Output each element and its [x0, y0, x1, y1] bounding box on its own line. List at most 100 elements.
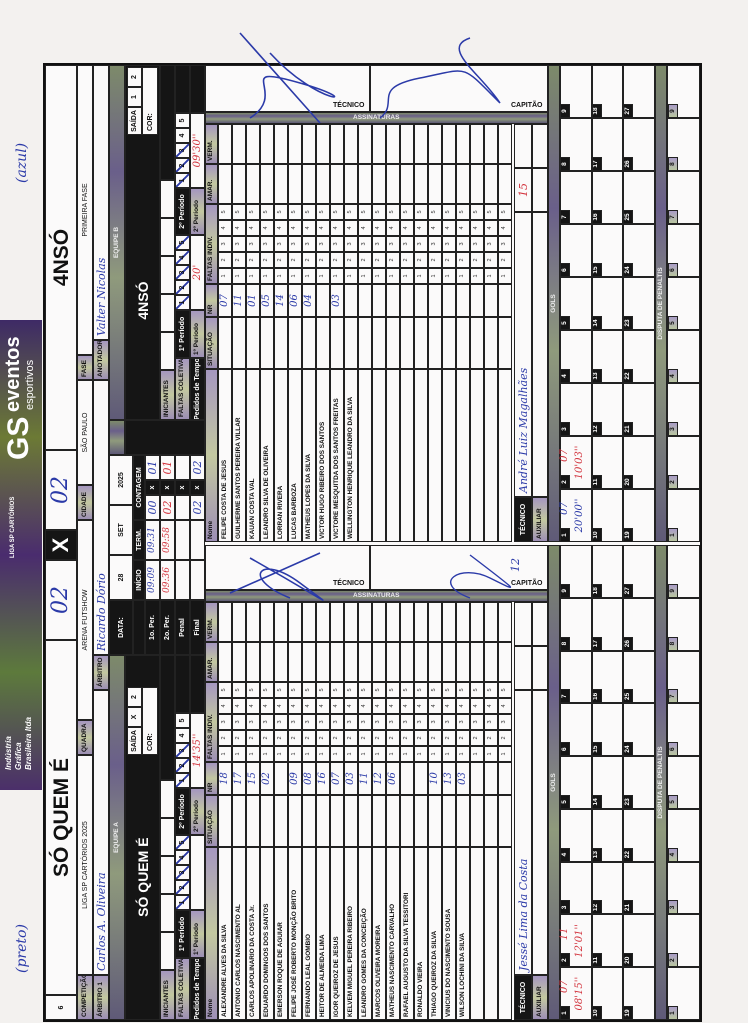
player-situacao [414, 795, 428, 847]
tecnico-label: TÉCNICO [514, 975, 532, 1020]
anotador-label: ANOTADOR [93, 340, 109, 380]
player-foul-cell: 2 [316, 252, 330, 268]
player-red-card [330, 124, 344, 164]
cidade-label: CIDADE [77, 485, 93, 520]
player-number: 13 [442, 762, 456, 795]
player-foul-cell: 5 [288, 682, 302, 698]
goal-number: 18 [591, 583, 602, 598]
player-foul-cell: 5 [344, 682, 358, 698]
player-foul-cell: 3 [288, 714, 302, 730]
player-foul-cell: 5 [456, 204, 470, 220]
periodo-1-label: 1º Período [175, 310, 190, 358]
falta-coletiva-p1: 3 [175, 865, 190, 880]
auxiliar-name [532, 212, 548, 497]
goal-number: 13 [591, 847, 602, 862]
equipe-label-bar: EQUIPE B [109, 65, 125, 420]
player-number: 03 [330, 284, 344, 317]
player-foul-cell: 3 [274, 236, 288, 252]
player-number [274, 762, 288, 795]
player-red-card [442, 124, 456, 164]
player-name: WELLINGTON HENRIQUE LEANDRO DA SILVA [344, 369, 358, 542]
player-foul-cell: 3 [316, 236, 330, 252]
player-foul-cell: 3 [344, 714, 358, 730]
player-foul-cell: 4 [386, 698, 400, 714]
goal-number: 9 [560, 104, 570, 118]
player-situacao [470, 317, 484, 369]
player-situacao [218, 317, 232, 369]
player-foul-cell: 1 [456, 746, 470, 762]
player-foul-cell: 5 [484, 204, 498, 220]
player-name [484, 847, 498, 1020]
penaltis-strip: DISPUTA DE PENALTIS [655, 65, 667, 542]
assinaturas-banner: ASSINATURAS [205, 112, 548, 124]
goal-number: 2 [560, 953, 570, 968]
player-yellow-card [414, 642, 428, 682]
mid-gap-fill [125, 420, 205, 455]
player-foul-cell: 1 [400, 746, 414, 762]
date-month: SET [109, 505, 133, 555]
pedidos-periodo-1-label: 1º Período [190, 910, 205, 958]
player-foul-cell: 5 [260, 682, 274, 698]
goal-number: 15 [591, 263, 602, 277]
iniciante-cell [160, 294, 175, 332]
player-name: FELIPE COSTA DE JESUS [218, 369, 232, 542]
player-foul-cell: 3 [442, 714, 456, 730]
goal-number: 17 [591, 157, 602, 171]
contagem-header: CONTAGEM [133, 455, 145, 520]
pedidos-fill [190, 65, 205, 113]
player-red-card [484, 124, 498, 164]
player-foul-cell: 3 [498, 714, 512, 730]
player-foul-cell: 5 [316, 682, 330, 698]
player-foul-cell: 5 [456, 682, 470, 698]
player-foul-cell: 1 [302, 268, 316, 284]
player-foul-cell: 1 [358, 268, 372, 284]
player-foul-cell: 1 [330, 746, 344, 762]
saida-option-1: X [127, 707, 142, 727]
penalty-number: 5 [668, 316, 678, 330]
period-score-x: x [160, 480, 175, 495]
tecnico-cell [514, 124, 532, 168]
player-name: EMERSON ROQUE DE AGUIAR [274, 847, 288, 1020]
player-foul-cell: 3 [456, 714, 470, 730]
player-foul-cell: 3 [218, 236, 232, 252]
player-number [316, 284, 330, 317]
player-foul-cell: 2 [442, 730, 456, 746]
arbitro1-label: ÁRBITRO 1 [93, 975, 109, 1020]
gs-logo: GS [2, 416, 35, 460]
player-yellow-card [484, 164, 498, 204]
period-score-b: 02 [190, 455, 205, 480]
penalty-number: 3 [668, 900, 678, 915]
player-foul-cell: 1 [218, 268, 232, 284]
player-foul-cell: 2 [498, 252, 512, 268]
score-a: 02 [45, 560, 77, 640]
player-red-card [400, 124, 414, 164]
player-foul-cell: 2 [330, 730, 344, 746]
player-name: WILSON LOCHINI DA SILVA [456, 847, 470, 1020]
goal-number: 1 [560, 528, 570, 542]
player-name [414, 369, 428, 542]
player-foul-cell: 1 [344, 746, 358, 762]
player-number: 08 [302, 762, 316, 795]
tecnico-extra [514, 646, 532, 690]
player-name: LUCAS BARBOZA [288, 369, 302, 542]
ink-note-preto: (preto) [14, 924, 30, 973]
column-header-nome: Nome [205, 369, 218, 542]
player-yellow-card [218, 164, 232, 204]
player-number [372, 284, 386, 317]
tecnico-extra: 15 [514, 168, 532, 212]
player-yellow-card [260, 642, 274, 682]
player-foul-cell: 5 [498, 204, 512, 220]
player-foul-cell: 1 [470, 268, 484, 284]
goal-number: 3 [560, 900, 570, 915]
period-score-a: 02 [190, 495, 205, 520]
player-red-card [498, 602, 512, 642]
player-foul-cell: 2 [344, 730, 358, 746]
penalty-number: 4 [668, 369, 678, 383]
player-foul-cell: 3 [246, 714, 260, 730]
player-foul-cell: 1 [484, 268, 498, 284]
falta-coletiva-p2: 2 [175, 758, 190, 773]
goal-number: 6 [560, 263, 570, 277]
player-red-card [344, 124, 358, 164]
periodo-1-label: 1º Período [175, 910, 190, 958]
